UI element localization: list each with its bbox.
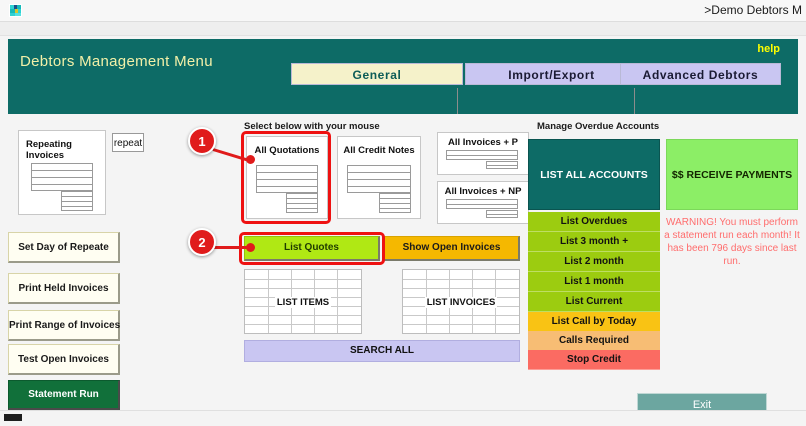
all-invoices-np-label: All Invoices + NP bbox=[444, 186, 522, 197]
list-invoices-grid[interactable]: LIST INVOICES bbox=[402, 269, 520, 334]
show-open-invoices-button[interactable]: Show Open Invoices bbox=[384, 236, 520, 261]
print-held-invoices-button[interactable]: Print Held Invoices bbox=[8, 273, 120, 304]
search-all-button[interactable]: SEARCH ALL bbox=[244, 340, 520, 362]
page-title: Debtors Management Menu bbox=[20, 53, 213, 70]
manage-overdue-label: Manage Overdue Accounts bbox=[537, 121, 660, 132]
all-quotations-label: All Quotations bbox=[254, 145, 320, 156]
list-current-button[interactable]: List Current bbox=[528, 292, 660, 312]
app-icon bbox=[9, 4, 22, 17]
tab-general[interactable]: General bbox=[291, 63, 463, 85]
callout-endpoint-1 bbox=[246, 155, 255, 164]
repeating-invoices-card[interactable]: Repeating Invoices bbox=[18, 130, 106, 215]
callout-badge-2: 2 bbox=[188, 228, 216, 256]
app-banner: Debtors Management Menu help General Imp… bbox=[8, 39, 798, 114]
scroll-indicator bbox=[4, 414, 22, 421]
statement-run-button[interactable]: Statement Run bbox=[8, 380, 120, 410]
calls-required-button[interactable]: Calls Required bbox=[528, 331, 660, 351]
tab-connector-line-2 bbox=[634, 88, 635, 128]
callout-endpoint-2 bbox=[246, 243, 255, 252]
list-items-grid[interactable]: LIST ITEMS bbox=[244, 269, 362, 334]
titlebar-secondary-strip bbox=[0, 22, 806, 36]
list-overdues-button[interactable]: List Overdues bbox=[528, 212, 660, 232]
document-lines-icon-lower bbox=[286, 193, 318, 213]
test-open-invoices-button[interactable]: Test Open Invoices bbox=[8, 344, 120, 375]
document-lines-icon-lower bbox=[486, 161, 518, 169]
repeating-invoices-label: Repeating Invoices bbox=[26, 139, 72, 161]
all-invoices-p-label: All Invoices + P bbox=[448, 137, 518, 148]
list-invoices-label: LIST INVOICES bbox=[424, 297, 498, 308]
list-quotes-button[interactable]: List Quotes bbox=[244, 236, 380, 261]
window-title: >Demo Debtors M bbox=[704, 3, 802, 17]
document-lines-icon bbox=[31, 163, 93, 191]
list-1-month-button[interactable]: List 1 month bbox=[528, 272, 660, 292]
document-lines-icon bbox=[256, 165, 318, 193]
select-below-label: Select below with your mouse bbox=[244, 121, 380, 132]
all-invoices-p-card[interactable]: All Invoices + P bbox=[437, 132, 529, 175]
document-lines-icon bbox=[446, 150, 518, 160]
stop-credit-button[interactable]: Stop Credit bbox=[528, 350, 660, 370]
tab-advanced-debtors[interactable]: Advanced Debtors bbox=[620, 63, 781, 85]
all-credit-notes-card[interactable]: All Credit Notes bbox=[337, 136, 421, 219]
document-lines-icon-lower bbox=[379, 193, 411, 213]
list-all-accounts-button[interactable]: LIST ALL ACCOUNTS bbox=[528, 139, 660, 210]
statement-run-warning: WARNING! You must perform a statement ru… bbox=[664, 217, 800, 267]
list-call-by-today-button[interactable]: List Call by Today bbox=[528, 312, 660, 332]
set-day-of-repeat-button[interactable]: Set Day of Repeate bbox=[8, 232, 120, 263]
all-invoices-np-card[interactable]: All Invoices + NP bbox=[437, 181, 529, 224]
tab-connector-line-1 bbox=[457, 88, 458, 128]
document-lines-icon bbox=[347, 165, 411, 193]
list-2-month-button[interactable]: List 2 month bbox=[528, 252, 660, 272]
repeat-button[interactable]: repeat bbox=[112, 133, 144, 152]
document-lines-icon bbox=[446, 199, 518, 209]
bottom-strip bbox=[0, 410, 806, 426]
document-lines-icon-lower bbox=[486, 210, 518, 218]
list-3-month-plus-button[interactable]: List 3 month + bbox=[528, 232, 660, 252]
document-lines-icon-lower bbox=[61, 191, 93, 211]
list-items-label: LIST ITEMS bbox=[274, 297, 332, 308]
all-quotations-card[interactable]: All Quotations bbox=[246, 136, 328, 219]
callout-connector-2 bbox=[213, 246, 251, 249]
all-credit-notes-label: All Credit Notes bbox=[343, 145, 415, 156]
tab-import-export[interactable]: Import/Export bbox=[465, 63, 638, 85]
window-titlebar: >Demo Debtors M bbox=[0, 0, 806, 22]
print-range-of-invoices-button[interactable]: Print Range of Invoices bbox=[8, 310, 120, 341]
help-link[interactable]: help bbox=[757, 43, 780, 55]
callout-badge-1: 1 bbox=[188, 127, 216, 155]
receive-payments-button[interactable]: $$ RECEIVE PAYMENTS bbox=[666, 139, 798, 210]
